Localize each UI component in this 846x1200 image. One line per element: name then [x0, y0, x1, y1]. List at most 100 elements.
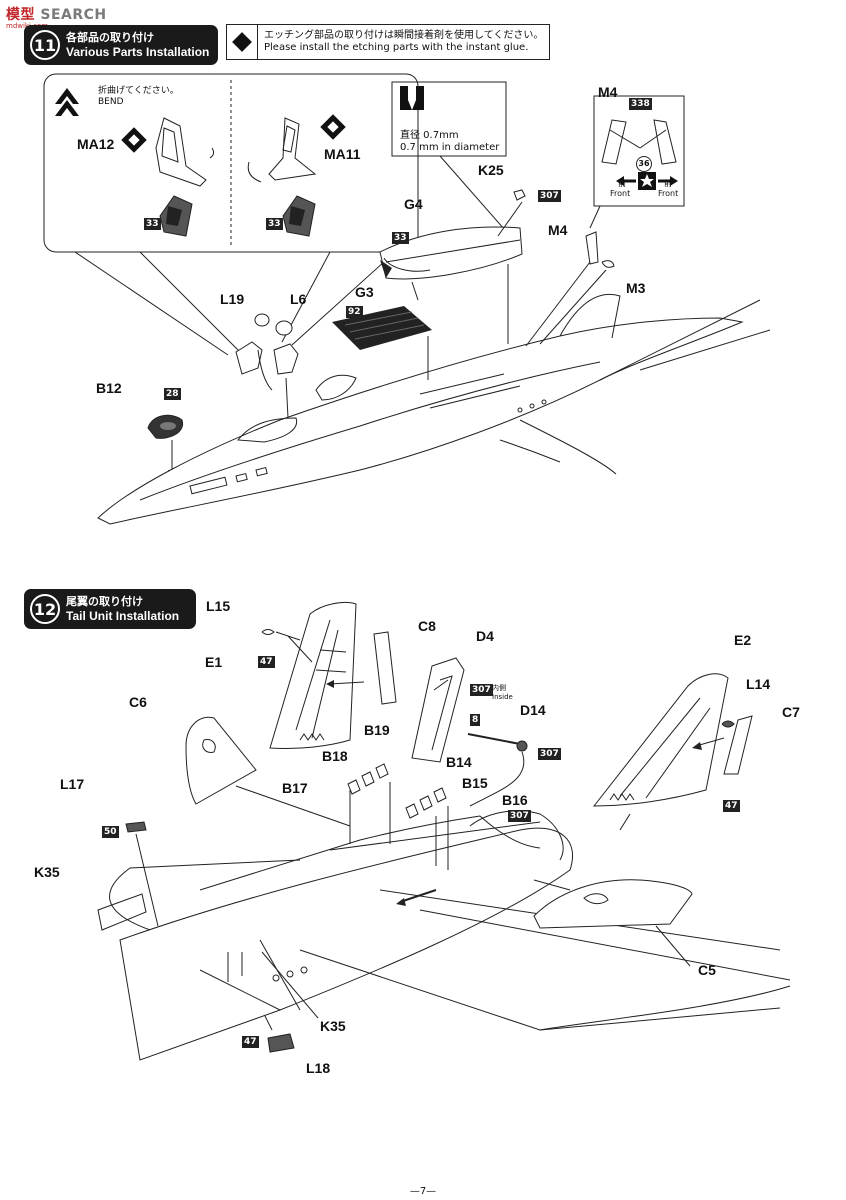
part-c7 [723, 715, 753, 775]
label-b15: B15 [462, 775, 488, 791]
part-e2-stabilizer [592, 673, 729, 807]
bend-note-jp: 折曲げてください。 [98, 86, 179, 96]
label-l19: L19 [220, 291, 245, 307]
step-12-title-en: Tail Unit Installation [66, 609, 180, 623]
label-k25: K25 [478, 162, 504, 178]
label-m4-inset: M4 [598, 84, 618, 100]
front-en-left: Front [610, 189, 631, 198]
step-11-number: 11 [30, 30, 60, 60]
m4-panel-art [601, 119, 677, 165]
step-11-title-en: Various Parts Installation [66, 45, 210, 59]
label-e1: E1 [205, 654, 223, 670]
tag-28: 28 [164, 388, 181, 400]
drill-note-frame [391, 81, 507, 157]
tag-307-d14: 307 [538, 748, 561, 760]
step-12-title-jp: 尾翼の取り付け [66, 595, 143, 608]
part-e1-stabilizer [269, 601, 357, 750]
tag-33-right: 33 [266, 218, 283, 230]
m4-pointer-line [589, 205, 601, 229]
tag-92: 92 [346, 306, 363, 318]
tag-307-inside: 307 [470, 684, 493, 696]
part-m4 [585, 231, 599, 265]
label-b19: B19 [364, 722, 390, 738]
tag-50: 50 [102, 826, 119, 838]
label-c6: C6 [129, 694, 147, 710]
label-l14: L14 [746, 676, 771, 692]
front-jp-right: 前 [664, 179, 672, 188]
ma12-diamond-icon [121, 127, 147, 153]
label-b14: B14 [446, 754, 472, 770]
label-c8: C8 [418, 618, 436, 634]
tag-307: 307 [538, 190, 561, 202]
watermark-logo: 模型 SEARCH [6, 4, 107, 24]
label-c7: C7 [782, 704, 800, 720]
inside-jp: 内側 [492, 684, 506, 692]
label-l17: L17 [60, 776, 85, 792]
tag-307-b16: 307 [508, 810, 531, 822]
arrow-right-icon [670, 176, 678, 186]
tag-47-l18: 47 [242, 1036, 259, 1048]
tag-8: 8 [470, 714, 481, 726]
label-ma11: MA11 [324, 146, 361, 162]
tag-33-left: 33 [144, 218, 161, 230]
label-m4: M4 [548, 222, 568, 238]
label-b17: B17 [282, 780, 308, 796]
tag-33-canopy: 33 [392, 232, 409, 244]
label-d4: D4 [476, 628, 494, 644]
callout-line-a [74, 251, 229, 356]
step-11-drawing [43, 73, 771, 525]
label-m3: M3 [626, 280, 646, 296]
glue-note: エッチング部品の取り付けは瞬間接着剤を使用してください。 Please inst… [226, 24, 550, 60]
part-33-left [159, 195, 193, 237]
page-number: —7— [409, 1186, 437, 1197]
ma11-diamond-icon [320, 114, 346, 140]
tag-47-c7: 47 [723, 800, 740, 812]
drill-bit-icon [400, 86, 424, 110]
label-c5: C5 [698, 962, 716, 978]
label-l6: L6 [290, 291, 307, 307]
arrow-left-icon [616, 176, 624, 186]
part-k25 [513, 189, 526, 201]
m4-inset-frame [593, 95, 685, 207]
label-k35-left: K35 [34, 864, 60, 880]
part-b17-b18-b19 [347, 763, 389, 795]
drill-pointer-line [439, 155, 513, 239]
bend-chevron-icon [55, 88, 79, 116]
drill-note-jp: 直径 0.7mm [400, 130, 459, 141]
label-b16: B16 [502, 792, 528, 808]
callout-line-b [139, 251, 241, 353]
step-11-title-jp: 各部品の取り付け [66, 31, 154, 44]
label-b18: B18 [322, 748, 348, 764]
part-k35-left [97, 893, 147, 931]
part-33-right [282, 195, 316, 237]
part-l15 [261, 629, 275, 635]
part-m3 [601, 260, 615, 268]
tag-36: 36 [636, 156, 652, 172]
tag-47-l15: 47 [258, 656, 275, 668]
part-ma11 [247, 117, 317, 183]
inside-en: Inside [492, 693, 513, 701]
bend-note-en: BEND [98, 97, 124, 107]
tag-338: 338 [629, 98, 652, 110]
part-ma12 [155, 117, 215, 187]
step-11-header: 11 各部品の取り付け Various Parts Installation [24, 25, 218, 65]
part-l14 [721, 720, 735, 728]
label-l15: L15 [206, 598, 231, 614]
front-jp-left: 前 [618, 179, 626, 188]
step-12-drawing [97, 601, 791, 1061]
part-c8-rudder [373, 631, 397, 705]
rear-fuselage-drawing [109, 810, 791, 1061]
part-l19-l6-seat [235, 313, 299, 391]
part-d14-rod [467, 733, 528, 752]
label-ma12: MA12 [77, 136, 115, 152]
front-en-right: Front [658, 189, 679, 198]
part-l18 [267, 1033, 295, 1053]
label-g3: G3 [355, 284, 374, 300]
fuselage-upper-drawing [97, 293, 771, 525]
label-e2: E2 [734, 632, 752, 648]
drill-note-en: 0.7 mm in diameter [400, 142, 500, 153]
part-l17 [125, 821, 147, 833]
part-b14-b15-b16 [405, 787, 447, 819]
callout-line-d [291, 251, 396, 346]
label-k35-right: K35 [320, 1018, 346, 1034]
